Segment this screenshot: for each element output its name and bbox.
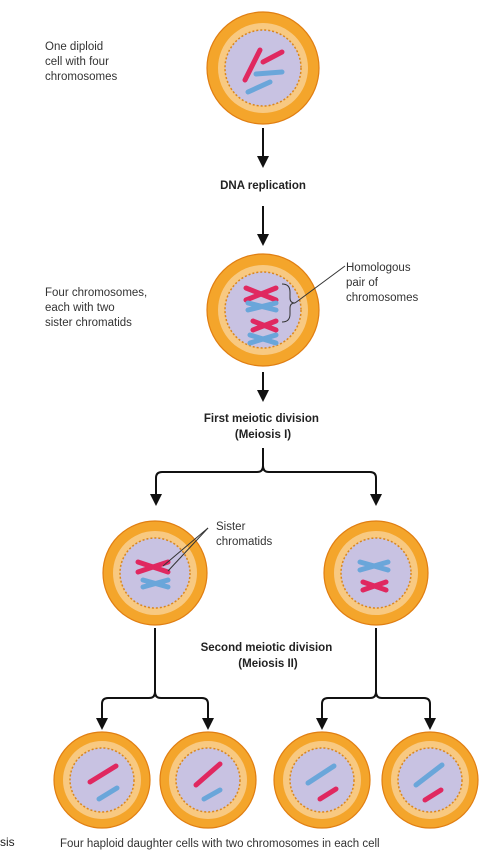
meiosis-two-label: Second meiotic division (Meiosis II)	[201, 642, 336, 670]
down-arrow-icon	[316, 718, 328, 730]
chromosome-red-pair	[243, 285, 279, 303]
sister-chromatids-label: Sister chromatids	[216, 521, 272, 548]
chromosome-red	[260, 49, 285, 65]
down-arrow-icon	[424, 718, 436, 730]
chromosome-red	[317, 786, 339, 802]
chromosome-blue-pair	[247, 332, 279, 346]
meiosis-one-left-cell	[102, 520, 208, 626]
diploid-cell	[206, 11, 320, 125]
chromosome-red-pair	[250, 318, 279, 333]
chromosome-red	[422, 787, 444, 803]
homologous-pair-label: Homologous pair of chromosomes	[346, 262, 418, 304]
down-arrow-icon	[96, 718, 108, 730]
daughter-cell	[273, 731, 371, 829]
daughter-cell	[159, 731, 257, 829]
daughter-cells-caption: Four haploid daughter cells with two chr…	[60, 838, 380, 850]
chromosome-blue	[253, 69, 285, 77]
split-connector	[150, 448, 382, 506]
split-connector-right	[316, 628, 436, 730]
down-arrow-icon	[150, 494, 162, 506]
chromosome-red	[193, 761, 223, 788]
chromosome-blue-pair	[357, 559, 391, 573]
homologous-pair-leader	[294, 265, 346, 304]
chromosome-blue-pair	[245, 300, 279, 313]
chromosome-red	[87, 763, 119, 785]
daughter-cell	[53, 731, 151, 829]
down-arrow-icon	[202, 718, 214, 730]
sister-chromatids-leader	[162, 527, 209, 572]
down-arrow-icon	[370, 494, 382, 506]
replicated-cell	[206, 253, 320, 367]
chromosome-red-pair	[135, 559, 171, 575]
chromosome-red-pair	[360, 579, 389, 593]
chromosome-blue	[201, 787, 223, 802]
down-arrow-icon	[257, 372, 269, 402]
chromosome-blue	[305, 763, 337, 786]
chromosome-blue	[96, 785, 120, 802]
down-arrow-icon	[257, 128, 269, 168]
meiosis-one-label: First meiotic division (Meiosis I)	[204, 413, 322, 441]
diploid-cell-label: One diploid cell with four chromosomes	[45, 41, 117, 83]
four-chromosomes-label: Four chromosomes, each with two sister c…	[45, 287, 150, 329]
down-arrow-icon	[257, 206, 269, 246]
daughter-cell	[381, 731, 479, 829]
chromosome-red	[242, 47, 263, 83]
chromosome-blue-pair	[140, 577, 171, 590]
chromosome-blue	[245, 79, 273, 95]
meiosis-one-right-cell	[323, 520, 429, 626]
dna-replication-label: DNA replication	[220, 180, 306, 192]
cut-text-fragment: sis	[0, 835, 15, 849]
split-connector-left	[96, 628, 214, 730]
chromosome-blue	[413, 762, 445, 788]
